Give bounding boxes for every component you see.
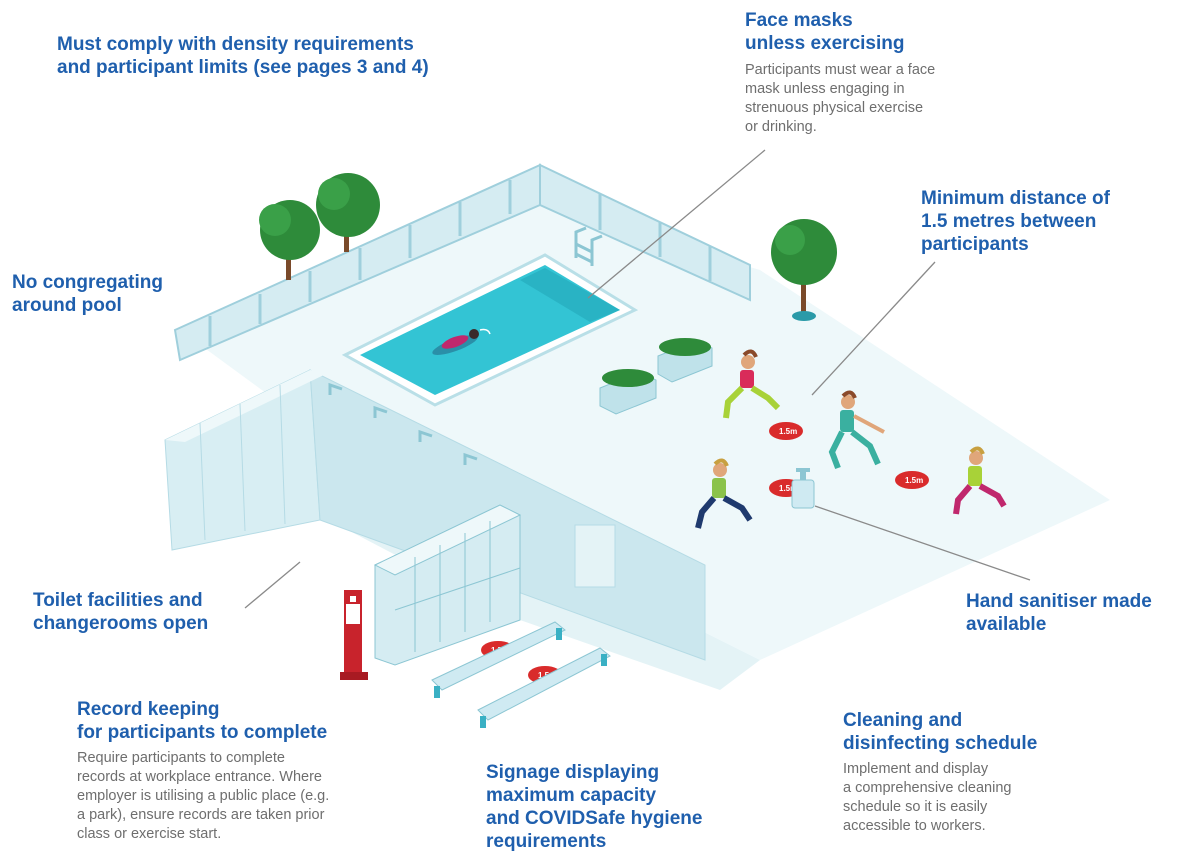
bench-icon <box>477 647 611 728</box>
callout-toilets-line: changerooms open <box>33 613 209 634</box>
callout-distance-line: participants <box>921 234 1029 255</box>
callout-sanitiser-line: available <box>966 614 1047 635</box>
callout-signage-line: maximum capacity <box>486 785 657 806</box>
shower-icon <box>328 382 478 465</box>
callout-cleaning-description: Implement and display a comprehensive cl… <box>843 760 1011 836</box>
description-line: Participants must wear a face <box>745 62 936 78</box>
description-line: strenuous physical exercise <box>745 100 924 116</box>
callout-distance-line: Minimum distance of <box>921 188 1110 209</box>
callout-congregating: No congregating around pool <box>12 271 163 317</box>
description-line: employer is utilising a public place (e.… <box>77 788 330 804</box>
callout-toilets-line: Toilet facilities and <box>33 590 203 611</box>
description-line: mask unless engaging in <box>745 81 905 97</box>
description-line: records at workplace entrance. Where <box>77 769 322 785</box>
locker-icon <box>373 504 522 666</box>
callout-records-description: Require participants to complete records… <box>77 749 329 844</box>
callout-records-line: Record keeping <box>77 699 220 720</box>
callout-signage-line: Signage displaying <box>486 762 660 783</box>
description-line: schedule so it is easily <box>843 799 988 815</box>
tree-icon <box>259 200 320 280</box>
bench-icon <box>431 621 566 698</box>
callout-masks-line: Face masks <box>745 10 853 31</box>
callout-density: Must comply with density requirements an… <box>57 33 429 79</box>
callout-cleaning-line: Cleaning and <box>843 710 963 731</box>
planter-box <box>599 369 657 415</box>
callout-signage-line: requirements <box>486 831 607 852</box>
callout-signage-line: and COVIDSafe hygiene <box>486 808 703 829</box>
distance-marker: 1.5m <box>895 471 929 489</box>
callout-sanitiser-line: Hand sanitiser made <box>966 591 1152 612</box>
callout-records-line: for participants to complete <box>77 722 328 743</box>
lunging-person-icon <box>723 349 781 419</box>
callout-congregating-line: around pool <box>12 295 122 316</box>
back-railing <box>173 163 751 362</box>
description-line: a comprehensive cleaning <box>843 780 1012 796</box>
pool-deck <box>180 205 1110 660</box>
planter-box <box>657 338 713 383</box>
callout-distance-line: 1.5 metres between <box>921 211 1097 232</box>
callout-sanitiser: Hand sanitiser made available <box>966 590 1152 636</box>
callout-density-line: and participant limits (see pages 3 and … <box>57 57 429 78</box>
lunging-person-icon <box>695 458 753 529</box>
callout-congregating-line: No congregating <box>12 272 163 293</box>
sanitiser-bottle-icon <box>791 468 815 509</box>
lunging-person-icon <box>828 390 885 470</box>
callout-toilets: Toilet facilities and changerooms open <box>33 589 208 635</box>
svg-text:1.5m: 1.5m <box>779 427 797 436</box>
callout-density-line: Must comply with density requirements <box>57 34 414 55</box>
callout-masks-line: unless exercising <box>745 33 905 54</box>
description-line: or drinking. <box>745 119 817 135</box>
description-line: Require participants to complete <box>77 750 285 766</box>
description-line: Implement and display <box>843 761 989 777</box>
svg-text:1.5m: 1.5m <box>905 476 923 485</box>
sanitiser-stand-icon <box>340 590 368 680</box>
callout-distance: Minimum distance of 1.5 metres between p… <box>921 187 1110 256</box>
description-line: class or exercise start. <box>77 826 222 842</box>
tree-icon <box>771 219 837 321</box>
lunging-person-icon <box>953 446 1007 515</box>
distance-marker: 1.5m <box>769 422 803 440</box>
leader-lines <box>244 149 1031 609</box>
swimming-pool <box>341 253 639 407</box>
callout-masks-description: Participants must wear a face mask unles… <box>745 61 935 137</box>
callout-signage: Signage displaying maximum capacity and … <box>486 761 702 853</box>
tree-icon <box>316 173 380 252</box>
callout-cleaning: Cleaning and disinfecting schedule <box>843 709 1037 755</box>
callout-cleaning-line: disinfecting schedule <box>843 733 1038 754</box>
svg-text:1.5m: 1.5m <box>779 484 797 493</box>
callout-masks: Face masks unless exercising <box>745 9 904 55</box>
pool-ladder-icon <box>574 226 603 266</box>
description-line: accessible to workers. <box>843 818 986 834</box>
swimmer-icon <box>432 328 491 355</box>
callout-records: Record keeping for participants to compl… <box>77 698 327 744</box>
description-line: a park), ensure records are taken prior <box>77 807 325 823</box>
